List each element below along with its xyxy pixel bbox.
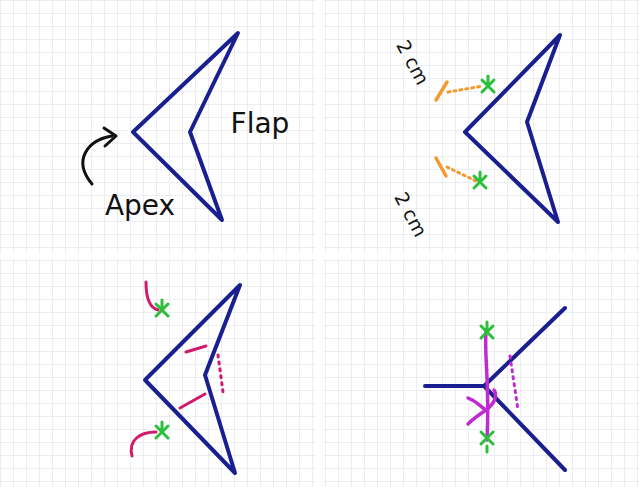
measure-tick	[436, 82, 447, 100]
measure-tick	[436, 158, 446, 176]
suture-mark	[156, 300, 168, 438]
suture-mark	[474, 76, 494, 188]
closed-incision	[425, 308, 565, 470]
suture-path	[218, 355, 223, 392]
measure-line	[448, 86, 483, 92]
flap-outline	[465, 35, 560, 222]
flap-outline	[145, 285, 240, 473]
grid-panel	[0, 259, 316, 487]
part-name: Flap	[231, 110, 290, 138]
measure-line	[447, 167, 476, 181]
grid-panel	[0, 0, 316, 254]
arrow-head	[104, 128, 116, 146]
grid-panel	[323, 259, 639, 487]
suture-path	[131, 432, 156, 456]
suture-path	[186, 346, 206, 352]
suture-path	[510, 356, 518, 410]
suture-mark	[481, 322, 493, 452]
grid-panel	[323, 0, 639, 254]
part-name: Apex	[105, 192, 175, 220]
suture-path	[468, 330, 496, 440]
suture-path	[180, 394, 205, 408]
